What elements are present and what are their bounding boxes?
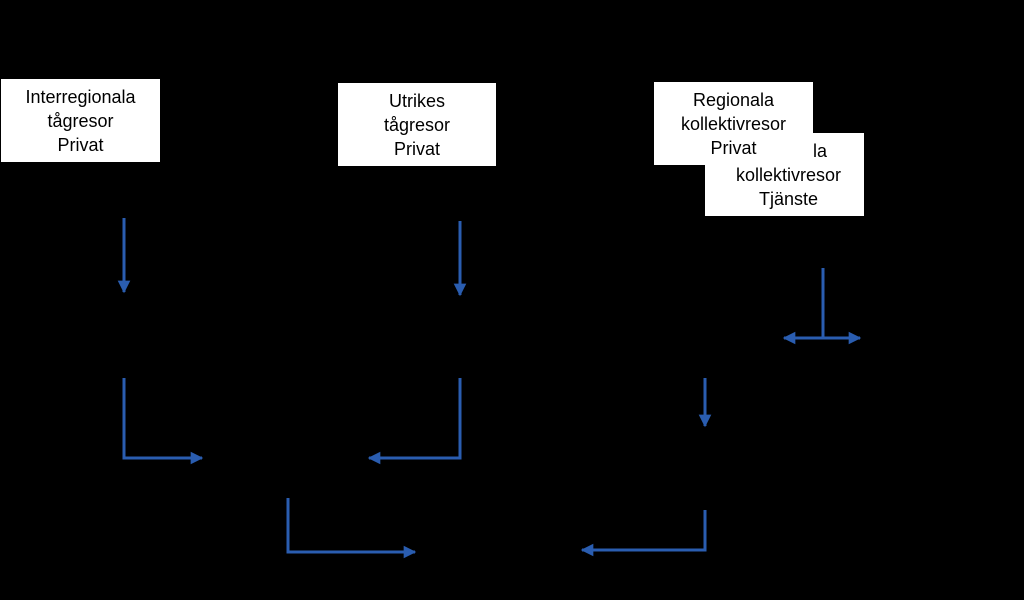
node-line: Tjänste [758,188,819,209]
node-line: Privat [393,138,440,159]
elbow-arrow-3 [286,498,417,559]
elbow-arrow-4 [580,510,707,557]
node-line: Privat [710,137,757,158]
elbow-arrow-1 [122,378,204,465]
node-regionala-kollektivresor-privat: Regionala kollektivresor Privat [654,82,813,165]
node-line: Utrikes [388,90,445,111]
node-line: kollektivresor [680,113,787,134]
node-interregionala-tagresor-privat: Interregionala tågresor Privat [1,79,160,162]
node-line: Privat [57,134,104,155]
node-line: tågresor [47,110,114,131]
node-line: tågresor [383,114,451,135]
node-line: Regionala [692,89,775,110]
node-utrikes-tagresor-privat: Utrikes tågresor Privat [338,83,496,166]
elbow-arrow-2 [367,378,462,465]
node-line: kollektivresor [735,164,842,185]
node-line: Interregionala [25,86,136,107]
node-line: la [812,140,827,161]
